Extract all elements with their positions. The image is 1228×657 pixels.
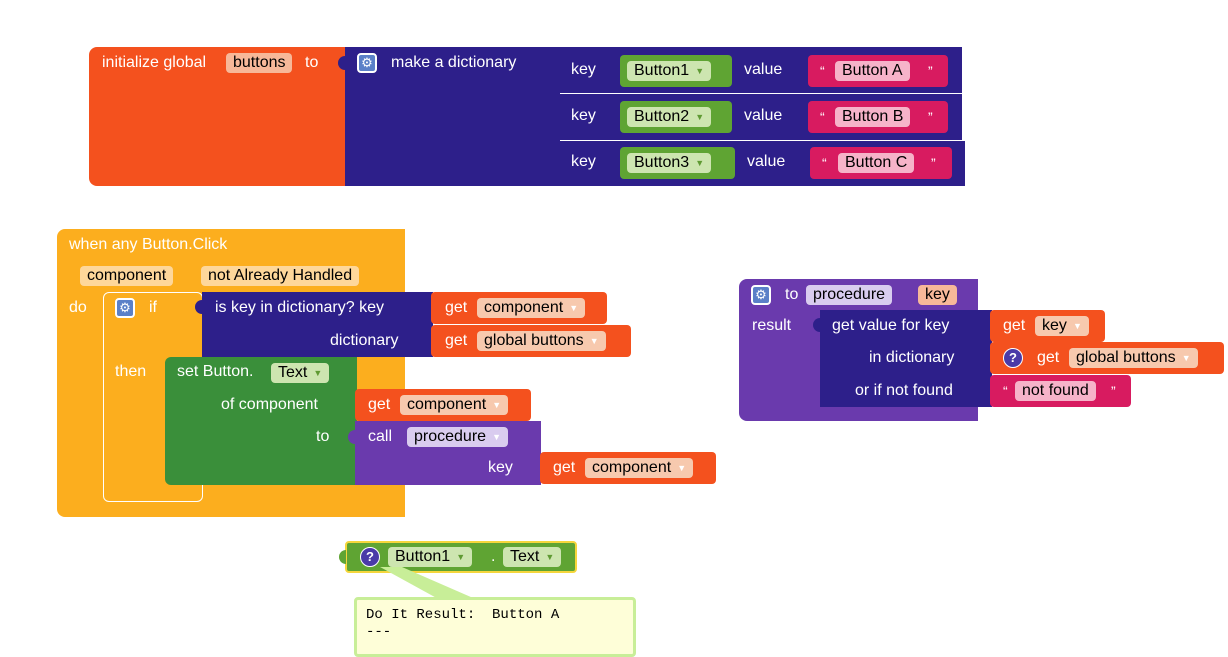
component-dropdown[interactable]: Button2 <box>627 107 712 127</box>
text-value[interactable]: Button C <box>838 153 915 173</box>
variable-dropdown[interactable]: component <box>400 395 509 415</box>
not-found-label: or if not found <box>855 382 953 399</box>
socket-notch <box>339 550 346 564</box>
text-value[interactable]: not found <box>1015 381 1096 401</box>
initialize-to-label: to <box>305 54 319 71</box>
result-label: result <box>752 317 792 334</box>
get-value-for-key-block[interactable] <box>820 310 992 407</box>
make-dictionary-block[interactable] <box>345 47 560 186</box>
global-variable-name[interactable]: buttons <box>226 53 293 73</box>
get-label: get <box>445 299 468 316</box>
get-label: get <box>553 459 576 476</box>
procedure-dropdown[interactable]: procedure <box>407 427 509 447</box>
warning-question-icon[interactable]: ? <box>360 547 380 567</box>
if-label: if <box>149 299 157 316</box>
get-label: get <box>1003 317 1026 334</box>
text-value[interactable]: Button B <box>835 107 911 127</box>
component-dropdown[interactable]: Button1 <box>388 547 473 567</box>
call-label: call <box>368 428 393 445</box>
set-label: set Button. <box>177 363 254 380</box>
component-dropdown[interactable]: Button3 <box>627 153 712 173</box>
make-dictionary-label: make a dictionary <box>391 54 517 71</box>
variable-dropdown[interactable]: key <box>1035 316 1089 336</box>
pair-key-label: key <box>571 61 596 78</box>
then-label: then <box>115 363 147 380</box>
to-label: to <box>785 286 799 303</box>
pair-key-label: key <box>571 107 596 124</box>
close-quote: ” <box>931 155 936 171</box>
warning-question-icon[interactable]: ? <box>1003 348 1023 368</box>
get-label: get <box>368 396 391 413</box>
close-quote: ” <box>928 109 933 125</box>
is-key-in-dictionary-block[interactable] <box>202 292 433 357</box>
initialize-global-block[interactable] <box>89 47 347 186</box>
open-quote: “ <box>820 63 825 79</box>
open-quote: “ <box>1003 383 1008 399</box>
get-label: get <box>1037 349 1060 366</box>
get-value-label: get value for key <box>832 317 950 334</box>
procedure-param[interactable]: key <box>918 285 957 305</box>
close-quote: ” <box>1111 383 1116 399</box>
pair-value-label: value <box>744 107 783 124</box>
event-param-not-already-handled[interactable]: not Already Handled <box>201 266 360 286</box>
pair-key-label: key <box>571 153 596 170</box>
do-it-result-bubble: Do It Result: Button A --- <box>354 597 636 657</box>
do-it-result-separator: --- <box>366 624 392 640</box>
get-label: get <box>445 332 468 349</box>
socket-notch <box>195 300 202 314</box>
socket-notch <box>348 430 355 444</box>
open-quote: “ <box>822 155 827 171</box>
open-quote: “ <box>820 109 825 125</box>
dot-separator: . <box>491 548 496 565</box>
procedure-name[interactable]: procedure <box>806 285 893 305</box>
call-key-label: key <box>488 459 513 476</box>
socket-notch <box>338 56 345 70</box>
result-bubble-pointer <box>380 567 480 601</box>
if-mutator-gear-icon[interactable]: ⚙ <box>115 298 135 318</box>
procedure-mutator-gear-icon[interactable]: ⚙ <box>751 285 771 305</box>
initialize-global-label: initialize global <box>102 54 207 71</box>
event-title: when any Button.Click <box>69 236 228 253</box>
is-key-label: is key in dictionary? key <box>215 299 384 316</box>
text-value[interactable]: Button A <box>835 61 910 81</box>
variable-dropdown[interactable]: global buttons <box>477 331 606 351</box>
variable-dropdown[interactable]: component <box>585 458 694 478</box>
variable-dropdown[interactable]: component <box>477 298 586 318</box>
pair-value-label: value <box>744 61 783 78</box>
to-label: to <box>316 428 330 445</box>
socket-notch <box>813 318 820 332</box>
variable-dropdown[interactable]: global buttons <box>1069 348 1198 368</box>
component-dropdown[interactable]: Button1 <box>627 61 712 81</box>
do-it-result-line: Do It Result: Button A <box>366 607 560 623</box>
in-dictionary-label: in dictionary <box>869 349 955 366</box>
pair-value-label: value <box>747 153 786 170</box>
do-label: do <box>69 299 87 316</box>
event-param-component[interactable]: component <box>80 266 174 286</box>
property-dropdown[interactable]: Text <box>503 547 562 567</box>
property-dropdown[interactable]: Text <box>271 363 330 383</box>
of-component-label: of component <box>221 396 318 413</box>
mutator-gear-icon[interactable]: ⚙ <box>357 53 377 73</box>
dictionary-label: dictionary <box>330 332 399 349</box>
close-quote: ” <box>928 63 933 79</box>
